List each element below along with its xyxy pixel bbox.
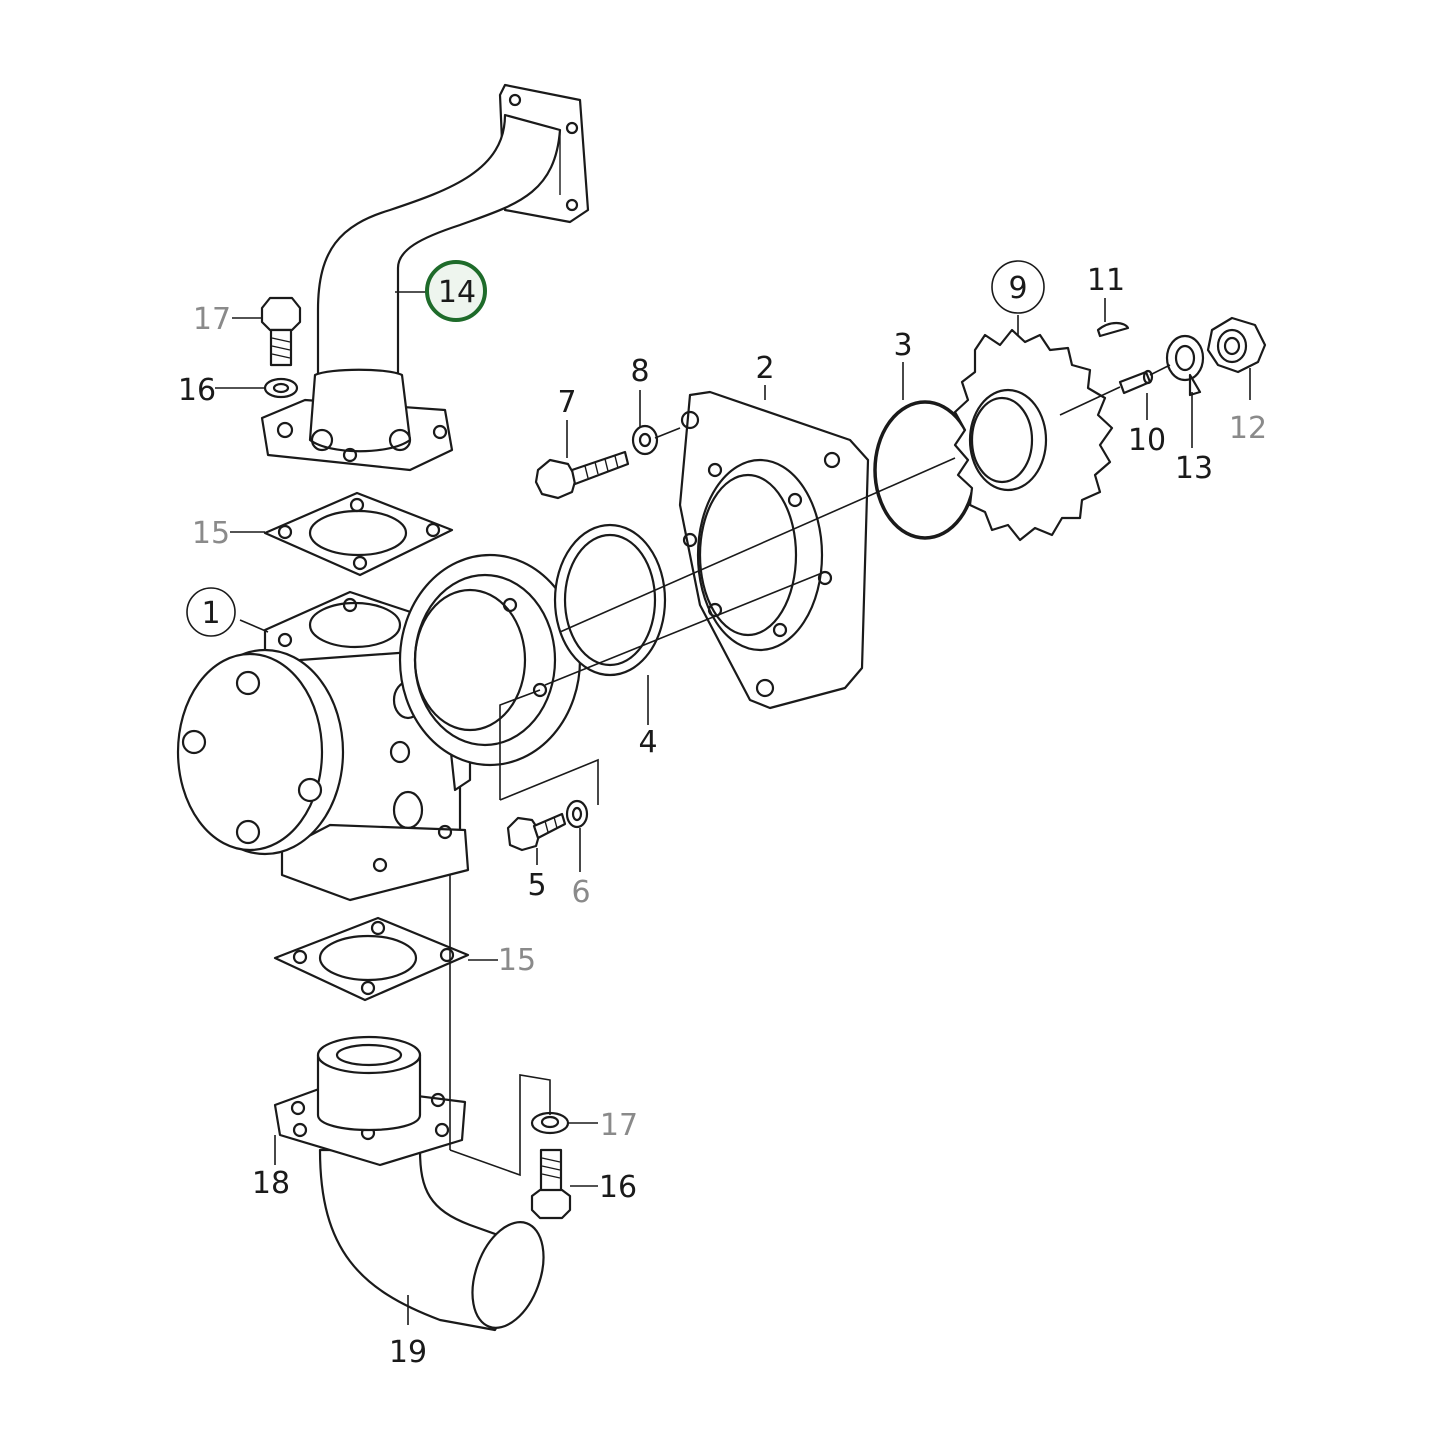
- label-3: 3: [893, 328, 912, 363]
- label-11: 11: [1087, 263, 1125, 298]
- label-9: 9: [1008, 271, 1027, 306]
- label-15-bottom: 15: [498, 943, 536, 978]
- label-6: 6: [571, 875, 590, 910]
- label-17-bottom: 17: [600, 1108, 638, 1143]
- part-11-key[interactable]: [1096, 321, 1130, 338]
- part-19-lower-pipe[interactable]: [318, 1148, 557, 1338]
- label-18: 18: [252, 1166, 290, 1201]
- label-13: 13: [1175, 451, 1213, 486]
- part-15-gasket-bottom[interactable]: [273, 916, 470, 1002]
- leader-lines: [215, 291, 1251, 1325]
- part-13-tab-washer[interactable]: [1165, 334, 1205, 397]
- part-2-adapter-plate[interactable]: [678, 390, 870, 710]
- part-10-pin[interactable]: [1118, 369, 1154, 395]
- part-17-washer-bottom[interactable]: [530, 1111, 570, 1135]
- part-17-bolt-top[interactable]: [260, 296, 302, 367]
- part-18-lower-flange[interactable]: [273, 1035, 467, 1167]
- label-2: 2: [755, 351, 774, 386]
- callout-circle-1: [186, 587, 236, 637]
- callout-circle-9: [991, 260, 1045, 314]
- label-8: 8: [630, 354, 649, 389]
- label-12: 12: [1229, 411, 1267, 446]
- part-12-nut[interactable]: [1206, 316, 1267, 374]
- part-labels: 1 2 3 4 5 6 7 8 9 10 11 12 13 14 15 15 1…: [178, 263, 1267, 1370]
- part-16-bolt-bottom[interactable]: [530, 1148, 572, 1220]
- callout-circle-14-highlight[interactable]: [425, 260, 487, 322]
- label-15-top: 15: [192, 516, 230, 551]
- part-15-gasket-top[interactable]: [263, 491, 454, 577]
- label-7: 7: [557, 385, 576, 420]
- part-6-washer[interactable]: [565, 799, 589, 829]
- part-7-bolt[interactable]: [534, 450, 630, 500]
- label-16-top: 16: [178, 373, 216, 408]
- part-8-washer[interactable]: [631, 424, 659, 456]
- label-17-top: 17: [193, 302, 231, 337]
- label-1: 1: [201, 596, 220, 631]
- label-19: 19: [389, 1335, 427, 1370]
- part-4-gasket-ring[interactable]: [553, 523, 667, 677]
- part-14-upper-elbow-pipe[interactable]: [260, 83, 590, 472]
- part-9-gear[interactable]: [953, 328, 1114, 542]
- label-5: 5: [527, 868, 546, 903]
- label-16-bottom: 16: [599, 1170, 637, 1205]
- label-4: 4: [638, 725, 657, 760]
- part-5-bolt[interactable]: [506, 812, 567, 852]
- pump-bearing-housing[interactable]: [398, 553, 582, 767]
- part-16-washer-top[interactable]: [263, 377, 299, 399]
- label-10: 10: [1128, 423, 1166, 458]
- label-14: 14: [438, 275, 476, 310]
